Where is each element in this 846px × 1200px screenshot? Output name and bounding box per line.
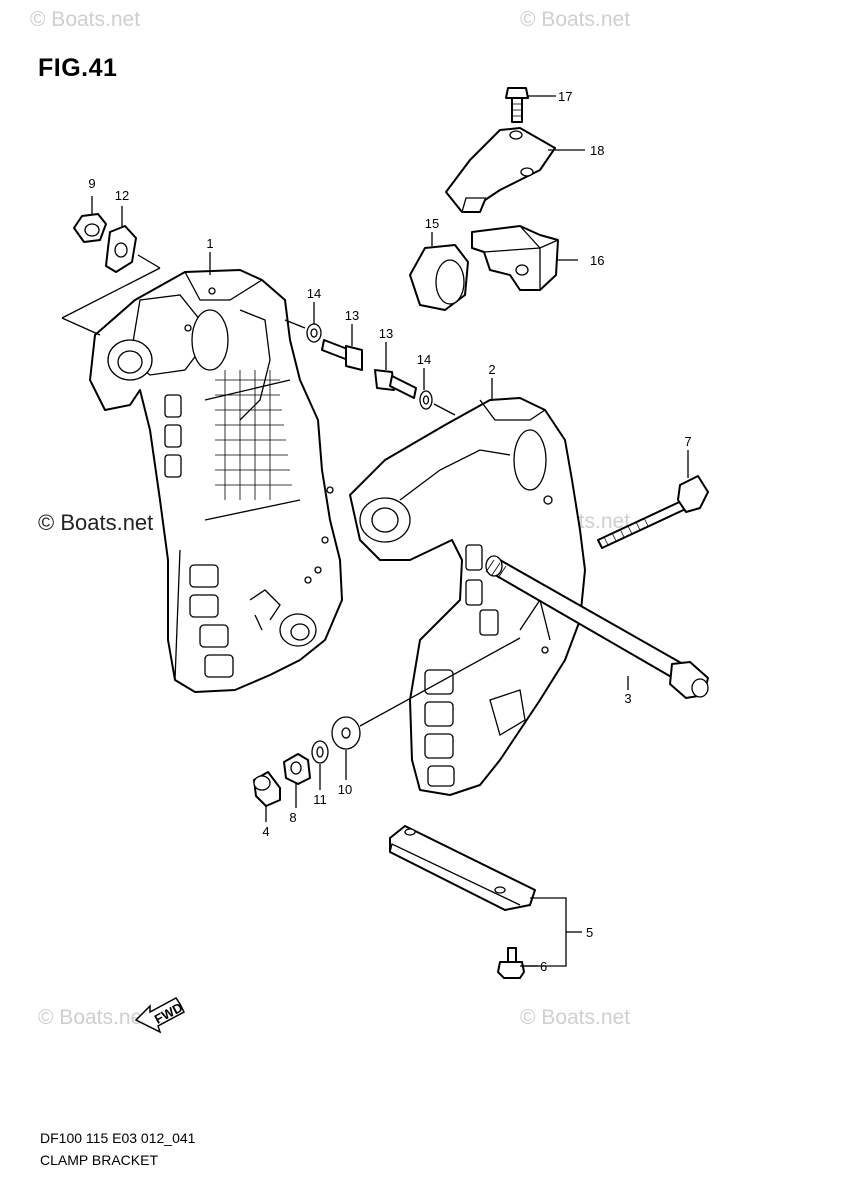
watermark: © Boats.net [520,8,631,31]
leader-line [284,319,456,416]
watermark: © Boats.net [38,1006,149,1029]
bolt-13b [374,369,417,399]
leader-line [359,637,521,727]
washer-14b [419,390,433,410]
figure-title: FIG.41 [38,54,118,82]
bolt-7 [597,475,709,549]
screw-17 [505,87,529,123]
callout-7: 7 [684,434,691,449]
callout-14: 14 [307,286,321,301]
clamp-bracket-right [349,397,586,796]
watermark: © Boats.net [520,1006,631,1029]
callout-11: 11 [313,792,327,807]
callout-15: 15 [425,216,439,231]
callout-14: 14 [417,352,431,367]
collar-4 [253,771,281,807]
nut-9 [73,213,107,243]
tilt-tube [485,555,709,699]
callout-16: 16 [590,253,604,268]
leader-lines [91,95,689,967]
callout-9: 9 [88,176,95,191]
callout-3: 3 [624,691,631,706]
clamp-bracket-left [89,269,343,693]
nut-8 [283,753,311,785]
bolt-6 [497,947,525,979]
diagram-name: CLAMP BRACKET [40,1152,158,1168]
callout-13: 13 [345,308,359,323]
watermark: © Boats.net [38,510,154,535]
washer-11 [311,740,329,764]
callout-10: 10 [338,782,352,797]
callout-5: 5 [586,925,593,940]
callout-6: 6 [540,959,547,974]
callout-4: 4 [262,824,269,839]
callout-2: 2 [488,362,495,377]
anode-5 [389,825,536,911]
washer-14a [306,323,322,343]
callout-8: 8 [289,810,296,825]
diagram-code: DF100 115 E03 012_041 [40,1130,196,1146]
bolt-13a [321,339,363,371]
bracket-16 [471,225,559,291]
cover-18 [445,127,556,213]
fwd-label: FWD [152,1000,185,1027]
callout-13: 13 [379,326,393,341]
knob-15 [409,244,469,311]
callout-1: 1 [206,236,213,251]
fwd-arrow-icon: FWD [134,997,185,1034]
washer-10 [331,716,361,750]
callout-18: 18 [590,143,604,158]
callout-17: 17 [558,89,572,104]
plate-12 [105,225,137,273]
leader-line [61,254,161,336]
callout-12: 12 [115,188,129,203]
watermark: © Boats.net [30,8,141,31]
